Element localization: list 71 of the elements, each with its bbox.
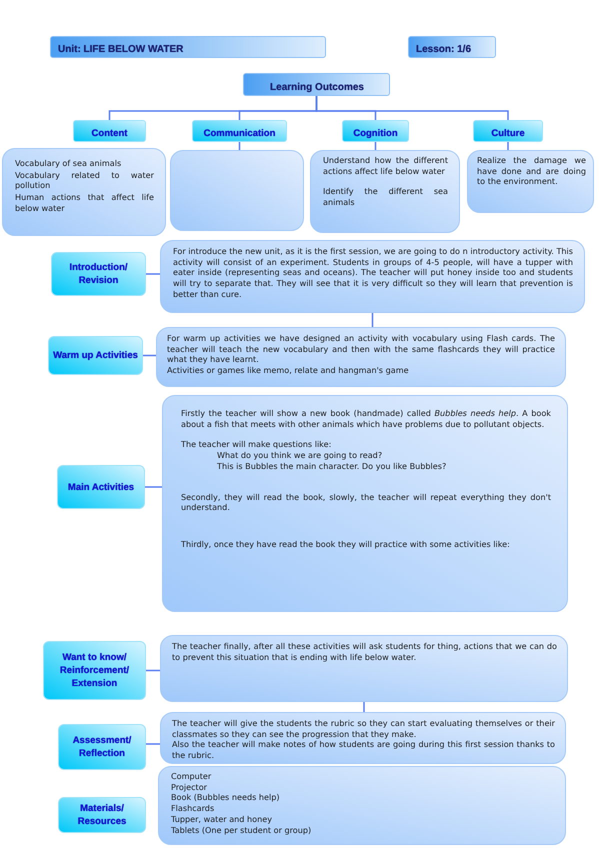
box-title: Assessment/ Reflection [72, 734, 132, 760]
list-item: Computer [171, 771, 212, 782]
section-label-box [58, 724, 146, 770]
box-title: Main Activities [68, 480, 134, 494]
body-text: For introduce the new unit, as it is the first session, we are going to do n introductory activity. This activity will consist of an experiment. Students in groups of 4-5 people, will have a tupper with eater inside (representing seas and oceans). The teacher will put honey inside too and students will try to separate that. They will see that it is very difficult so they will learn that prevention is better than cure. [173, 246, 573, 300]
connector-line [507, 142, 509, 150]
body-text: The teacher finally, after all these activities will ask students for thing, actions that we can do to prevent this situation that is ending with life below water. [172, 641, 557, 662]
section-label-box [43, 641, 146, 700]
description-box [467, 150, 594, 213]
body-text: The teacher will give the students the rubric so they can start evaluating themselves or their classmates so they can see the progression that they make. [172, 718, 555, 740]
description-box [310, 150, 460, 233]
box-title: Unit: LIFE BELOW WATER [58, 44, 184, 56]
description-box [160, 240, 585, 313]
body-text: Also the teacher will make notes of how students are going during this first session thanks to the rubric. [172, 739, 555, 761]
body-text: Understand how the different actions affect life below water [323, 155, 448, 176]
list-item: Tupper, water and honey [171, 814, 273, 825]
unit-title-bar [50, 36, 326, 58]
lesson-bar [408, 36, 496, 58]
description-box [160, 712, 566, 764]
connector-line [145, 486, 162, 488]
description-box [160, 635, 568, 702]
connector-line [146, 743, 160, 745]
connector-line [143, 354, 156, 356]
box-title: Lesson: 1/6 [416, 44, 472, 56]
connector-line [238, 142, 240, 150]
section-label-box [58, 797, 146, 833]
connector-line [146, 670, 160, 672]
list-item: Flashcards [171, 803, 216, 814]
list-item: Book (Bubbles needs help) [171, 792, 281, 804]
connector-line [372, 313, 374, 327]
body-text: Identify the different sea animals [323, 186, 448, 208]
box-title: Learning Outcomes [270, 82, 364, 94]
body-text: Secondly, they will read the book, slowly, the teacher will repeat everything they don't understand. [181, 492, 551, 513]
description-box [156, 327, 566, 387]
category-tab [342, 120, 409, 142]
section-label-box [51, 252, 146, 296]
section-label-box [48, 336, 143, 375]
box-title: Materials/ Resources [76, 802, 128, 828]
description-box [162, 395, 568, 612]
section-label-box [57, 465, 145, 509]
box-title: Content [92, 128, 128, 140]
body-text: This is Bubbles the main character. Do you like Bubbles? [216, 460, 448, 472]
box-title: Culture [491, 128, 525, 140]
body-text: Realize the damage we have done and are doing to the environment. [477, 155, 586, 188]
box-title: Introduction/ Revision [68, 261, 129, 287]
box-title: Communication [204, 128, 276, 140]
body-text: Firstly the teacher will show a new book (handmade) called Bubbles needs help. A book about a fish that meets with other animals which have problems due to pollutant objects. [181, 408, 551, 430]
connector-line [363, 702, 365, 712]
connector-line [374, 142, 376, 150]
box-title: Want to know/ Reinforcement/ Extension [58, 651, 130, 690]
list-item: Projector [171, 782, 208, 792]
connector-line [316, 96, 509, 120]
box-title: Warm up Activities [53, 349, 138, 362]
category-tab [73, 120, 146, 142]
body-text: Vocabulary of sea animals [15, 158, 122, 169]
category-tab [192, 120, 287, 142]
body-text: Thirdly, once they have read the book they will practice with some activities like: [181, 538, 511, 550]
body-text: What do you think we are going to read? [216, 450, 384, 461]
body-text: For warm up activities we have designed an activity with vocabulary using Flash cards. The teacher will teach the new vocabulary and then with the same flashcards they will practice what they have learnt. [167, 333, 555, 366]
connector-line [146, 273, 160, 275]
box-title: Cognition [353, 128, 398, 140]
description-box [158, 766, 566, 845]
empty-description-box [170, 150, 304, 231]
list-item: Tablets (One per student or group) [171, 824, 312, 836]
body-text: The teacher will make questions like: [181, 439, 332, 450]
category-tab [473, 120, 543, 142]
outcomes-header-box [243, 73, 390, 96]
body-text: Vocabulary related to water pollution [15, 170, 154, 192]
description-box [2, 148, 166, 236]
body-text: Human actions that affect life below water [15, 192, 154, 214]
body-text: Activities or games like memo, relate and hangman's game [167, 365, 410, 376]
